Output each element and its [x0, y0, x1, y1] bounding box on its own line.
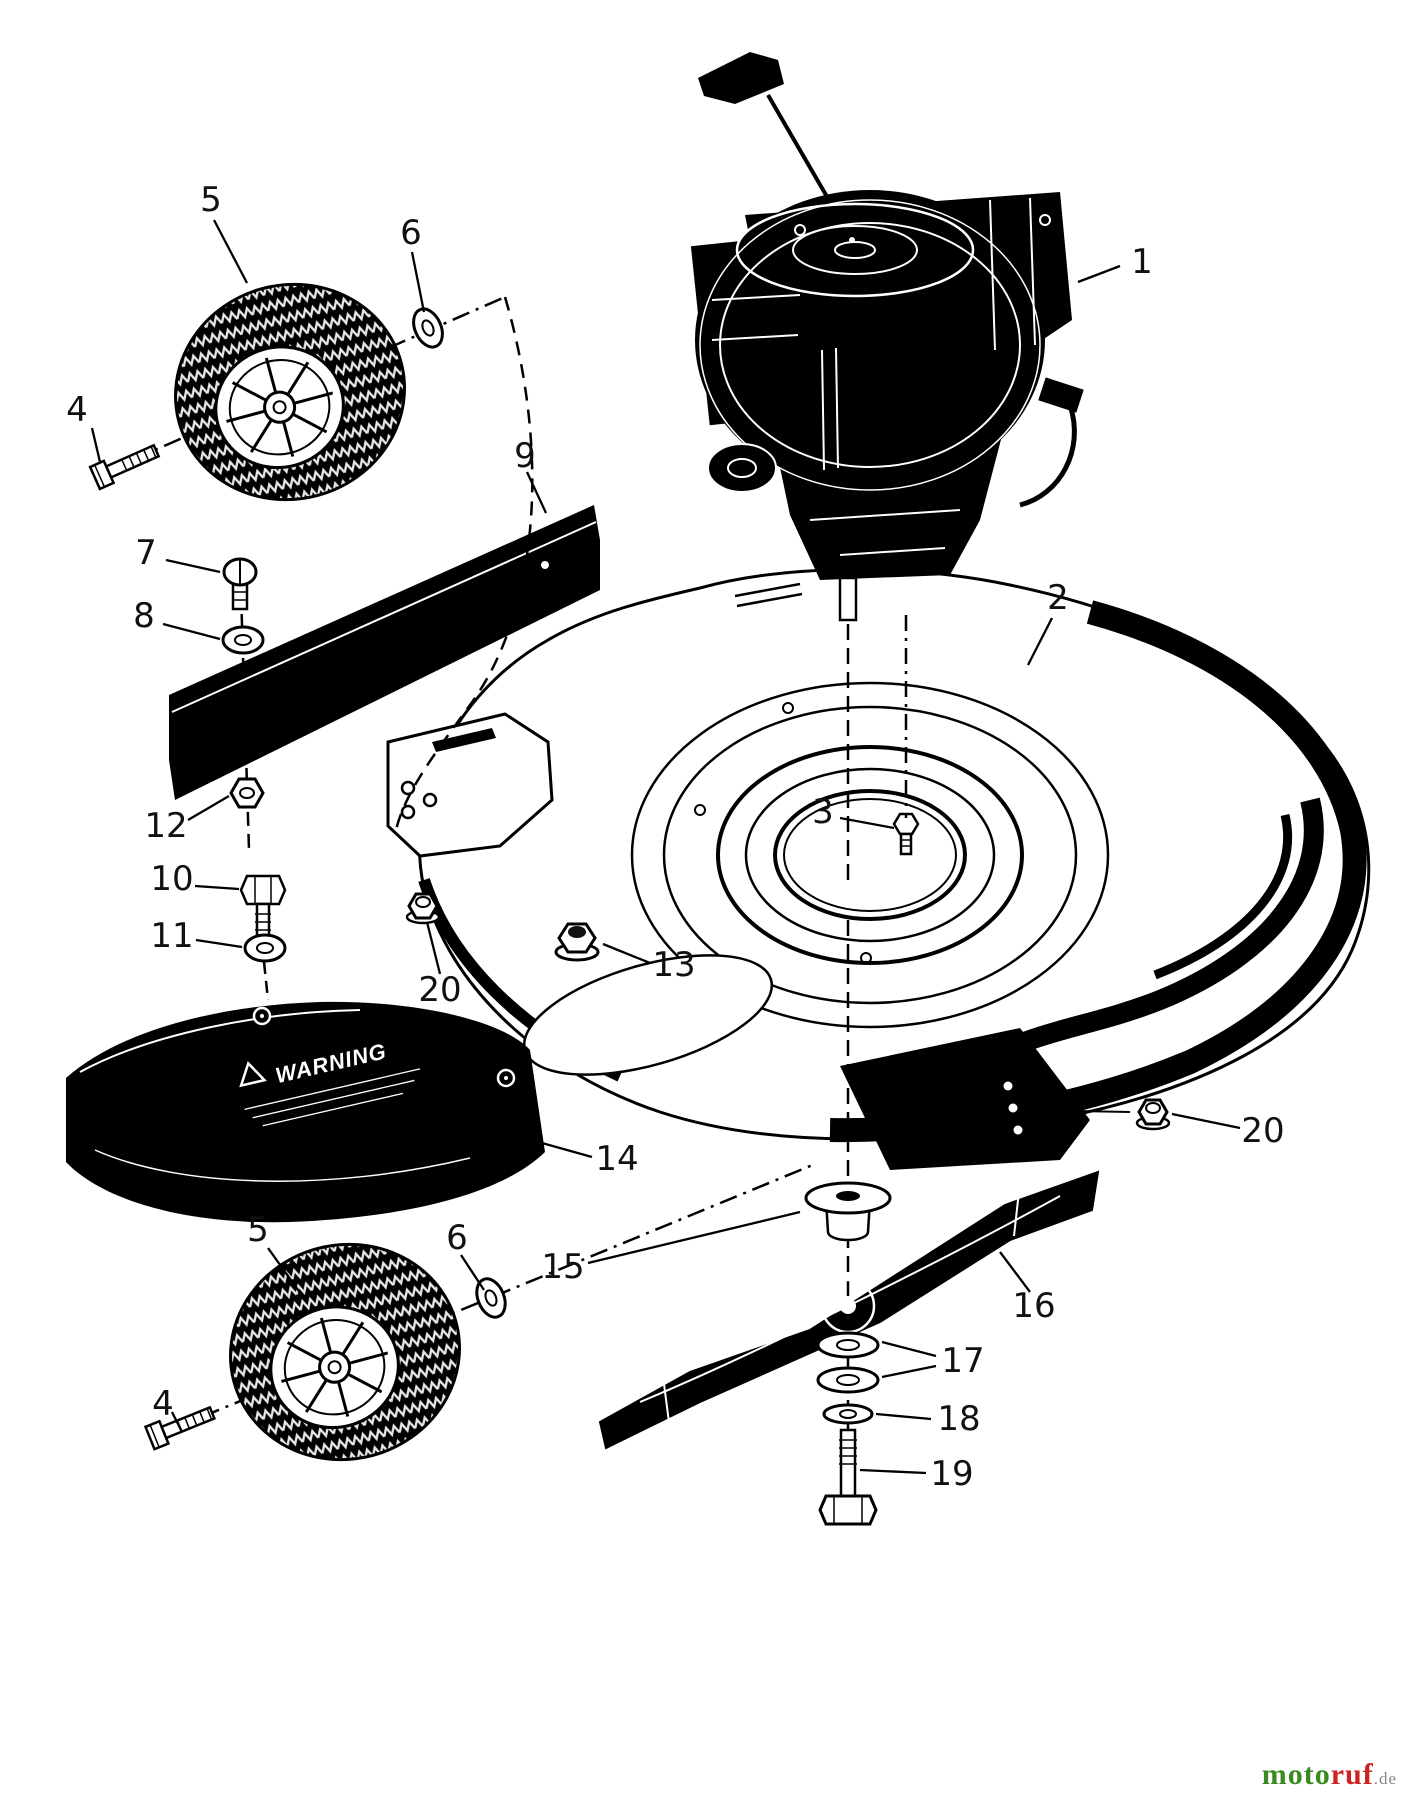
blade-washers-17-illustration: [816, 1331, 880, 1394]
callout-leader-lines: [90, 219, 1241, 1475]
cover-fastener-alignment-line: [262, 961, 270, 1001]
front-wheel-bolt-4-illustration: [88, 438, 163, 491]
blade-bolt-19-illustration: [818, 1428, 878, 1526]
rear-wheel-illustration: [204, 1217, 486, 1487]
engine-cover-illustration: WARNING: [66, 1001, 545, 1223]
logo-suffix: .de: [1373, 1769, 1397, 1788]
blade-adapter-illustration: [804, 1181, 892, 1242]
blade-illustration: [598, 1170, 1100, 1450]
bolt-10-illustration: [239, 874, 287, 942]
lock-nut-20-left-illustration: [405, 892, 441, 925]
mower-deck-illustration: [386, 568, 1371, 1170]
logo-text-red: ruf: [1330, 1758, 1374, 1791]
site-watermark: motoruf.de: [1262, 1758, 1397, 1792]
front-wheel-mount-alignment-curve: [394, 296, 534, 831]
engine-bolt-3-illustration: [892, 812, 920, 856]
front-wheel-washer-6-illustration: [406, 302, 450, 354]
lock-nut-20-right-illustration: [1135, 1098, 1171, 1131]
trail-shield-illustration: [169, 505, 600, 800]
flange-nut-13-illustration: [554, 922, 600, 962]
rear-wheel-bolt-4-illustration: [144, 1400, 218, 1451]
front-wheel-illustration: [149, 257, 431, 527]
nut-12-illustration: [229, 777, 265, 809]
crankshaft-alignment-lines: [846, 615, 908, 888]
washer-11-illustration: [243, 933, 287, 963]
screw-7-illustration: [222, 557, 258, 611]
logo-text-green: moto: [1261, 1758, 1331, 1791]
lock-washer-18-illustration: [822, 1403, 874, 1425]
handle-bracket-illustration: [386, 712, 554, 858]
washer-8-illustration: [221, 625, 265, 655]
engine-illustration: [690, 52, 1087, 622]
